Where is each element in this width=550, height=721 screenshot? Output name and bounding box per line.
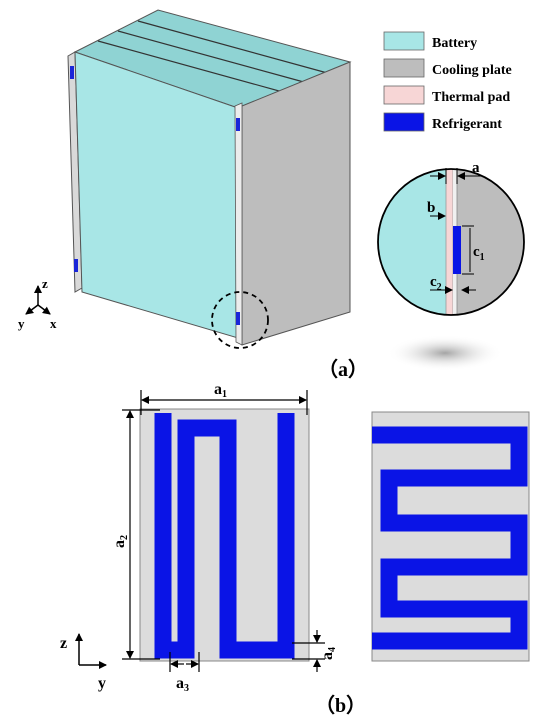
dim-label-b: b bbox=[427, 200, 435, 216]
battery-module-3d bbox=[67, 9, 352, 349]
legend: Battery Cooling plate Thermal pad Refrig… bbox=[383, 31, 512, 132]
refrigerant-slot bbox=[74, 259, 78, 272]
legend-swatch bbox=[383, 31, 425, 51]
legend-label: Battery bbox=[432, 36, 477, 51]
cooling-plate-side-face bbox=[241, 61, 351, 346]
axis-y-label: y bbox=[18, 316, 25, 331]
dim-label-c1: c1 bbox=[473, 244, 485, 263]
refrigerant-channel bbox=[453, 226, 461, 274]
dim-label-c2: c2 bbox=[430, 274, 442, 293]
axes-triad-a bbox=[25, 285, 51, 315]
serpentine-channel bbox=[154, 413, 295, 659]
refrigerant-slot bbox=[70, 66, 74, 79]
dim-label-a3: a3 bbox=[176, 675, 189, 694]
axis-y-label-b: y bbox=[98, 675, 106, 692]
legend-swatch bbox=[383, 85, 425, 105]
detail-dimensions bbox=[430, 168, 482, 294]
caption-a: （a） bbox=[318, 358, 368, 381]
dim-label-a: a bbox=[472, 160, 480, 176]
axis-x-label: x bbox=[50, 316, 57, 331]
detail-zoom-circle bbox=[377, 168, 525, 316]
dim-label-a2: a2 bbox=[111, 535, 130, 548]
legend-item-refrigerant: Refrigerant bbox=[383, 112, 502, 132]
caption-b: （b） bbox=[315, 694, 366, 717]
shadow bbox=[387, 335, 503, 371]
dim-label-a4: a4 bbox=[319, 647, 338, 660]
refrigerant-slot bbox=[236, 118, 240, 131]
legend-item-cooling-plate: Cooling plate bbox=[383, 58, 512, 78]
legend-label: Thermal pad bbox=[432, 90, 510, 105]
legend-label: Refrigerant bbox=[432, 117, 502, 132]
plate-front-view bbox=[139, 408, 310, 662]
serpentine-channel-side bbox=[372, 426, 528, 650]
legend-item-thermal-pad: Thermal pad bbox=[383, 85, 510, 105]
detail-callout-circle bbox=[211, 291, 269, 349]
axis-z-label: z bbox=[42, 276, 48, 291]
legend-label: Cooling plate bbox=[432, 63, 512, 78]
legend-swatch bbox=[383, 112, 425, 132]
axes-b bbox=[75, 633, 107, 669]
plate-dimensions bbox=[122, 390, 325, 672]
legend-item-battery: Battery bbox=[383, 31, 477, 51]
legend-swatch bbox=[383, 58, 425, 78]
axis-z-label-b: z bbox=[60, 635, 67, 652]
refrigerant-slot bbox=[236, 312, 240, 325]
plate-side-view bbox=[371, 411, 530, 662]
dim-label-a1: a1 bbox=[214, 381, 227, 400]
